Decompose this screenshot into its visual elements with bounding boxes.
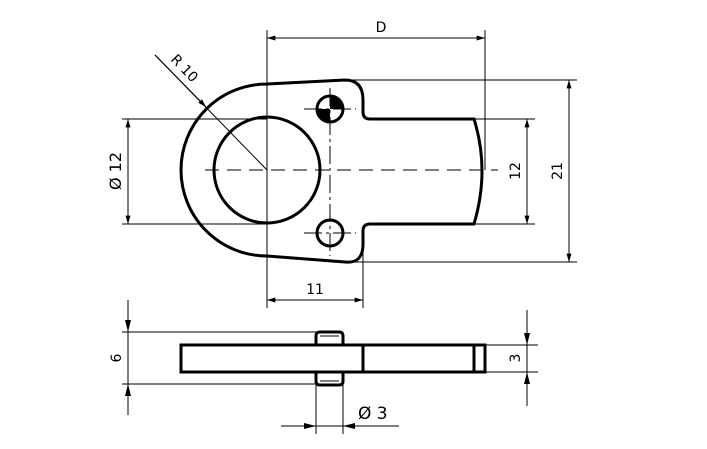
pin-top (314, 330, 345, 345)
side-view: 6 3 Ø 3 (109, 300, 538, 434)
dim-12-label: 12 (508, 162, 524, 180)
dim-3-arrows (524, 333, 530, 384)
dim-radius-arrow (154, 54, 207, 108)
dim-pin-arrows (304, 423, 355, 429)
top-view: D 21 12 Ø 12 11 R 10 (106, 20, 577, 308)
dim-21-label: 21 (550, 162, 566, 180)
dim-6-label: 6 (109, 353, 125, 362)
dim-d-label: D (376, 20, 387, 36)
dim-pin-label: Ø 3 (358, 404, 388, 424)
dim-bore-label: Ø 12 (106, 152, 125, 190)
dim-11-label: 11 (306, 282, 324, 298)
pin-bottom (314, 372, 345, 387)
plate-side (179, 343, 487, 374)
dim-3-label: 3 (508, 354, 524, 363)
dim-radius-label: R 10 (167, 52, 201, 86)
